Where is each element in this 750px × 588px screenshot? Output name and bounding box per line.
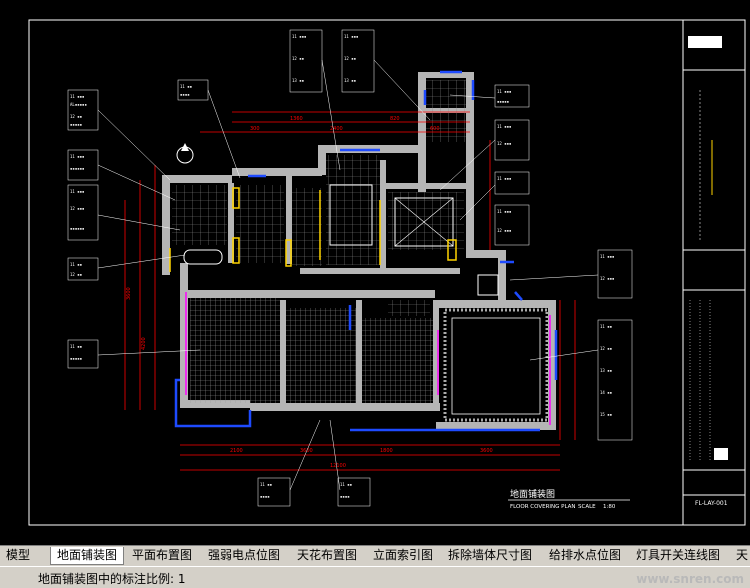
svg-text:▪▪▪▪: ▪▪▪▪	[180, 92, 190, 97]
svg-text:▪▪▪▪▪: ▪▪▪▪▪	[497, 99, 509, 104]
svg-text:▪▪▪▪: ▪▪▪▪	[260, 494, 270, 499]
svg-text:地面铺装图: 地面铺装图	[510, 488, 555, 500]
svg-text:11 ▪▪: 11 ▪▪	[70, 344, 82, 349]
svg-text:▪▪▪▪▪▪: ▪▪▪▪▪▪	[70, 226, 84, 231]
sheet-number: FL-LAY-001	[695, 500, 728, 507]
svg-text:2400: 2400	[330, 126, 343, 132]
svg-text:SCALE: SCALE	[578, 504, 596, 510]
windows	[174, 70, 558, 432]
svg-text:3600: 3600	[126, 287, 132, 300]
svg-text:13 ▪▪: 13 ▪▪	[292, 78, 304, 83]
tab-floor-covering[interactable]: 地面铺装图	[50, 547, 125, 565]
tab-ceiling-more[interactable]: 天	[730, 547, 750, 564]
tab-electrical-points[interactable]: 强弱电点位图	[202, 547, 287, 564]
svg-text:FLOOR COVERING PLAN: FLOOR COVERING PLAN	[510, 504, 576, 510]
tab-model[interactable]: 模型	[0, 547, 37, 564]
svg-text:13 ▪▪: 13 ▪▪	[600, 368, 612, 373]
svg-text:11 ▪▪▪: 11 ▪▪▪	[292, 34, 306, 39]
svg-text:11 ▪▪: 11 ▪▪	[260, 482, 272, 487]
svg-text:12 ▪▪: 12 ▪▪	[344, 56, 356, 61]
svg-text:1:80: 1:80	[603, 504, 616, 510]
svg-text:13 ▪▪: 13 ▪▪	[344, 78, 356, 83]
svg-text:4200: 4200	[141, 337, 147, 350]
svg-text:11 ▪▪: 11 ▪▪	[340, 482, 352, 487]
svg-text:3600: 3600	[480, 448, 493, 454]
layout-tab-bar: 模型 地面铺装图 平面布置图 强弱电点位图 天花布置图 立面索引图 拆除墙体尺寸…	[0, 545, 750, 566]
floor-tiles	[172, 80, 549, 422]
svg-text:820: 820	[390, 116, 400, 122]
magenta-lines	[185, 292, 551, 425]
tab-demolition-dimensions[interactable]: 拆除墙体尺寸图	[442, 547, 539, 564]
watermark: www.snren.com	[636, 572, 744, 586]
svg-text:600: 600	[430, 126, 440, 132]
svg-text:1360: 1360	[290, 116, 303, 122]
tab-ceiling-layout[interactable]: 天花布置图	[291, 547, 364, 564]
svg-text:▪▪▪▪▪: ▪▪▪▪▪	[70, 122, 82, 127]
logo-mark	[688, 36, 722, 48]
svg-text:11 ▪▪▪: 11 ▪▪▪	[70, 154, 84, 159]
svg-text:15 ▪▪: 15 ▪▪	[600, 412, 612, 417]
svg-text:AL▪▪▪▪▪: AL▪▪▪▪▪	[70, 102, 87, 107]
svg-text:12 ▪▪: 12 ▪▪	[600, 346, 612, 351]
svg-text:12 ▪▪: 12 ▪▪	[70, 114, 82, 119]
svg-text:12 ▪▪▪: 12 ▪▪▪	[497, 141, 511, 146]
svg-text:12 ▪▪▪: 12 ▪▪▪	[600, 276, 614, 281]
tab-lighting-switch[interactable]: 灯具开关连线图	[630, 547, 727, 564]
svg-text:11 ▪▪▪: 11 ▪▪▪	[70, 94, 84, 99]
svg-text:12 ▪▪: 12 ▪▪	[292, 56, 304, 61]
svg-text:1800: 1800	[380, 448, 393, 454]
tab-elevation-index[interactable]: 立面索引图	[367, 547, 440, 564]
yellow-marks	[169, 187, 457, 272]
plan-title-block: 地面铺装图 FLOOR COVERING PLAN SCALE 1:80	[508, 488, 630, 510]
svg-text:11 ▪▪▪: 11 ▪▪▪	[497, 124, 511, 129]
svg-text:11 ▪▪▪: 11 ▪▪▪	[497, 89, 511, 94]
cad-drawing-canvas[interactable]: 1360 820 300 2400 600 2100 3600 1800 3600 1210…	[0, 0, 750, 545]
tab-plumbing-points[interactable]: 给排水点位图	[543, 547, 628, 564]
svg-text:▪▪▪▪▪▪: ▪▪▪▪▪▪	[70, 166, 84, 171]
svg-text:300: 300	[250, 126, 260, 132]
svg-text:11 ▪▪▪: 11 ▪▪▪	[70, 189, 84, 194]
svg-text:3600: 3600	[300, 448, 313, 454]
tab-furniture-layout[interactable]: 平面布置图	[126, 547, 199, 564]
leader-lines	[97, 59, 599, 491]
svg-text:2100: 2100	[230, 448, 243, 454]
dimension-texts: 1360 820 300 2400 600 2100 3600 1800 3600 1210…	[126, 116, 493, 469]
svg-text:11 ▪▪▪: 11 ▪▪▪	[497, 209, 511, 214]
svg-text:11 ▪▪▪: 11 ▪▪▪	[600, 254, 614, 259]
svg-text:14 ▪▪: 14 ▪▪	[600, 390, 612, 395]
svg-text:12 ▪▪▪: 12 ▪▪▪	[497, 228, 511, 233]
status-text: 地面铺装图中的标注比例: 1	[38, 572, 186, 586]
dimension-lines	[124, 111, 576, 471]
svg-text:12100: 12100	[330, 463, 346, 469]
svg-text:▪▪▪▪: ▪▪▪▪	[340, 494, 350, 499]
svg-text:12 ▪▪▪: 12 ▪▪▪	[70, 206, 84, 211]
svg-text:11 ▪▪: 11 ▪▪	[70, 262, 82, 267]
svg-text:12 ▪▪: 12 ▪▪	[70, 272, 82, 277]
svg-text:11 ▪▪▪: 11 ▪▪▪	[497, 176, 511, 181]
svg-text:11 ▪▪: 11 ▪▪	[180, 84, 192, 89]
svg-text:11 ▪▪: 11 ▪▪	[600, 324, 612, 329]
svg-text:11 ▪▪▪: 11 ▪▪▪	[344, 34, 358, 39]
floor-plan-drawing: 1360 820 300 2400 600 2100 3600 1800 3600 1210…	[28, 19, 746, 526]
callouts: 11 ▪▪▪AL▪▪▪▪▪12 ▪▪▪▪▪▪▪ 11 ▪▪▪▪▪▪▪▪▪ 11 …	[67, 29, 633, 507]
title-block	[682, 19, 746, 526]
status-bar: 地面铺装图中的标注比例: 1	[0, 566, 750, 588]
svg-text:▪▪▪▪▪: ▪▪▪▪▪	[70, 356, 82, 361]
